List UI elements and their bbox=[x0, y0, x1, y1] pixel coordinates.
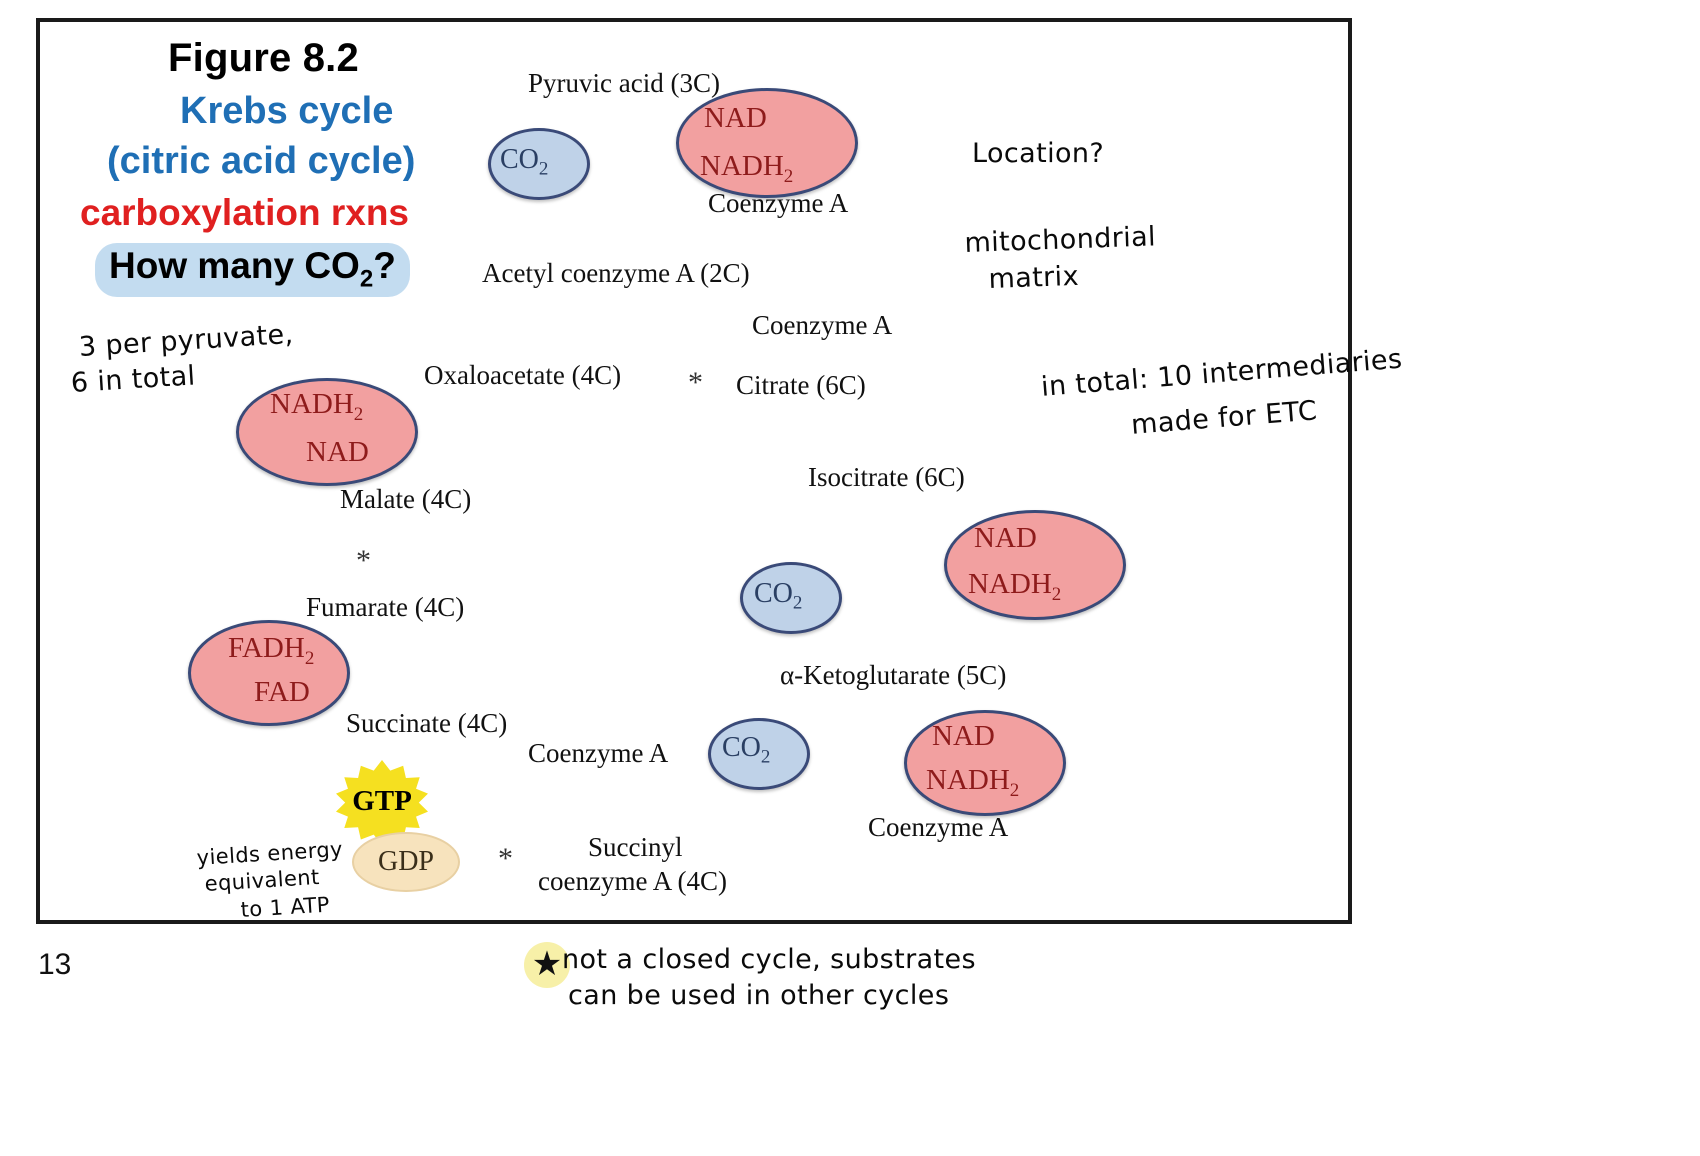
label-nad-pyruvate: NAD bbox=[704, 102, 767, 134]
co2-isocitrate-sub: 2 bbox=[792, 592, 803, 614]
annotation-footer-line2: can be used in other cycles bbox=[568, 980, 950, 1011]
label-coenzyme-a-succinate: Coenzyme A bbox=[528, 738, 669, 768]
label-nadh2-malate: NADH2 bbox=[270, 388, 363, 426]
cofactor-oval-isocitrate bbox=[944, 510, 1126, 620]
asterisk-malate: * bbox=[356, 544, 371, 577]
co2-bubble-ketoglutarate bbox=[708, 718, 810, 790]
annotation-location-question: Location? bbox=[972, 138, 1105, 169]
cofactor-oval-malate bbox=[236, 378, 418, 486]
nadh2-malate-sub: 2 bbox=[353, 403, 364, 425]
title-krebs-cycle: Krebs cycle bbox=[180, 90, 394, 132]
label-succinate: Succinate (4C) bbox=[346, 708, 508, 738]
label-citrate: Citrate (6C) bbox=[736, 370, 866, 400]
co2-pyruvate-text: CO bbox=[500, 144, 539, 175]
label-fad: FAD bbox=[254, 676, 310, 708]
footer-star-highlight: ★ bbox=[524, 942, 570, 988]
label-malate: Malate (4C) bbox=[340, 484, 472, 514]
label-gdp: GDP bbox=[377, 846, 434, 877]
label-fadh2: FADH2 bbox=[228, 632, 314, 670]
label-gtp: GTP bbox=[352, 784, 412, 817]
how-many-qmark: ? bbox=[373, 245, 396, 286]
label-oxaloacetate: Oxaloacetate (4C) bbox=[424, 360, 622, 390]
label-co2-pyruvate: CO2 bbox=[500, 144, 548, 181]
label-nad-isocitrate: NAD bbox=[974, 522, 1037, 554]
title-citric-acid-cycle: (citric acid cycle) bbox=[107, 140, 416, 182]
label-nadh2-ketoglutarate: NADH2 bbox=[926, 764, 1019, 802]
fadh2-sub: 2 bbox=[304, 647, 315, 669]
label-nad-ketoglutarate: NAD bbox=[932, 720, 995, 752]
asterisk-citrate: * bbox=[688, 366, 703, 399]
cofactor-oval-fad bbox=[188, 620, 350, 726]
co2-pyruvate-sub: 2 bbox=[538, 158, 549, 180]
how-many-sub: 2 bbox=[359, 265, 374, 293]
nadh2-pyruvate-sub: 2 bbox=[783, 165, 794, 187]
label-nad-malate: NAD bbox=[306, 436, 369, 468]
how-many-text: How many CO bbox=[109, 245, 360, 286]
nadh2-pyruvate-text: NADH bbox=[700, 150, 784, 182]
star-icon: ★ bbox=[531, 946, 563, 983]
label-succinyl-coa-line1: Succinyl bbox=[588, 832, 683, 862]
label-succinyl-coa-line2: coenzyme A (4C) bbox=[538, 866, 727, 896]
label-nadh2-isocitrate: NADH2 bbox=[968, 568, 1061, 606]
annotation-location-answer-line1: mitochondrial bbox=[964, 221, 1157, 259]
co2-bubble-pyruvate bbox=[488, 128, 590, 200]
label-isocitrate: Isocitrate (6C) bbox=[808, 462, 965, 492]
nadh2-ketoglutarate-text: NADH bbox=[926, 764, 1010, 796]
co2-ketoglutarate-sub: 2 bbox=[760, 746, 771, 768]
label-co2-isocitrate: CO2 bbox=[754, 578, 802, 615]
title-how-many-co2: How many CO2? bbox=[95, 243, 410, 298]
label-fumarate: Fumarate (4C) bbox=[306, 592, 465, 622]
annotation-location-answer-line2: matrix bbox=[988, 260, 1080, 295]
co2-isocitrate-text: CO bbox=[754, 578, 793, 609]
nadh2-isocitrate-sub: 2 bbox=[1051, 583, 1062, 605]
label-coenzyme-a-ketoglutarate: Coenzyme A bbox=[868, 812, 1009, 842]
label-nadh2-pyruvate: NADH2 bbox=[700, 150, 793, 188]
annotation-footer-line1: not a closed cycle, substrates bbox=[562, 944, 977, 975]
label-acetyl-coenzyme-a: Acetyl coenzyme A (2C) bbox=[482, 258, 750, 288]
gdp-oval: GDP bbox=[352, 832, 460, 892]
co2-bubble-isocitrate bbox=[740, 562, 842, 634]
nadh2-ketoglutarate-sub: 2 bbox=[1009, 779, 1020, 801]
figure-number: Figure 8.2 bbox=[168, 36, 359, 80]
cofactor-oval-ketoglutarate bbox=[904, 710, 1066, 816]
page-number: 13 bbox=[38, 948, 72, 981]
title-carboxylation-rxns: carboxylation rxns bbox=[80, 192, 410, 233]
co2-ketoglutarate-text: CO bbox=[722, 732, 761, 763]
nadh2-malate-text: NADH bbox=[270, 388, 354, 420]
label-pyruvic-acid: Pyruvic acid (3C) bbox=[528, 68, 720, 98]
asterisk-succinyl: * bbox=[498, 842, 513, 875]
nadh2-isocitrate-text: NADH bbox=[968, 568, 1052, 600]
annotation-gtp-note-line3: to 1 ATP bbox=[240, 892, 331, 922]
label-alpha-ketoglutarate: α-Ketoglutarate (5C) bbox=[780, 660, 1007, 690]
cofactor-oval-pyruvate bbox=[676, 88, 858, 198]
label-coenzyme-a-citrate: Coenzyme A bbox=[752, 310, 893, 340]
label-co2-ketoglutarate: CO2 bbox=[722, 732, 770, 769]
fadh2-text: FADH bbox=[228, 632, 305, 664]
